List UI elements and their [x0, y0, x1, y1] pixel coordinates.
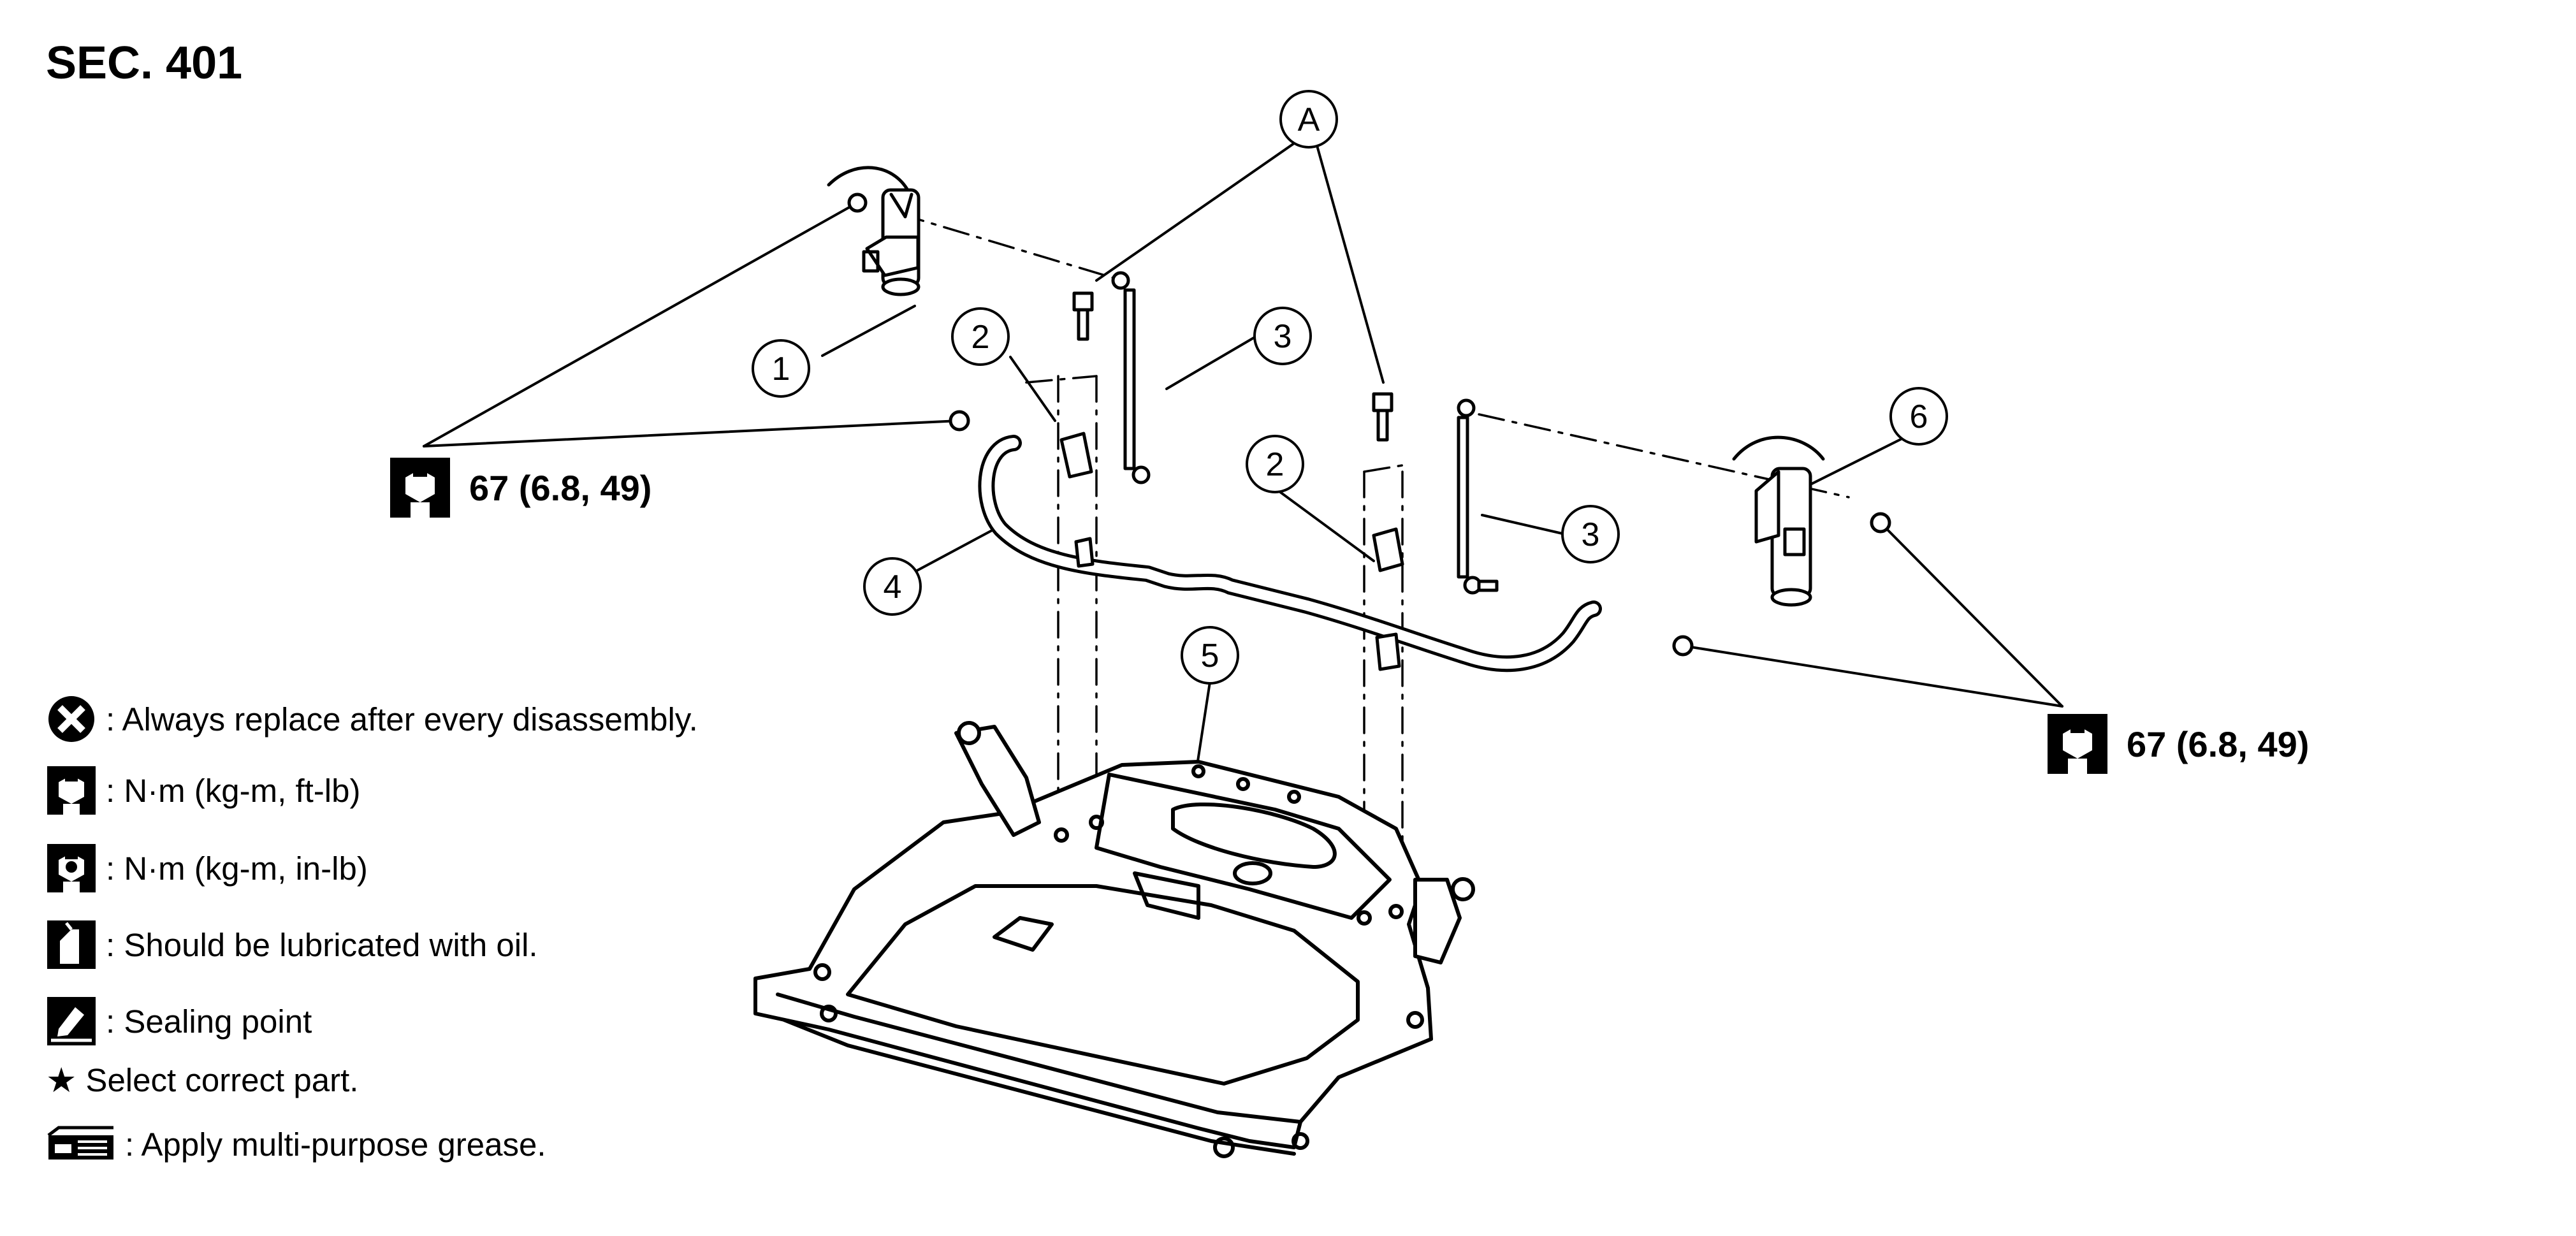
torque-ftlb-icon	[47, 766, 96, 815]
grease-icon	[47, 1126, 113, 1160]
legend-item-torque-inlb: : N·m (kg-m, in-lb)	[46, 843, 368, 894]
stabilizer-bolts	[1072, 291, 1394, 442]
callout-2-right: 2	[1265, 446, 1284, 483]
leader-lines	[423, 138, 2063, 779]
legend-text-sealing: : Sealing point	[106, 1003, 312, 1040]
legend-text-torque-ftlb: : N·m (kg-m, ft-lb)	[106, 772, 361, 809]
torque-callout-right: 67 (6.8, 49)	[2048, 714, 2309, 774]
callout-circles	[752, 90, 1948, 685]
torque-wrench-icon	[2048, 714, 2107, 774]
callout-3-left: 3	[1273, 318, 1292, 355]
strut-right	[1732, 435, 1891, 607]
suspension-member	[753, 721, 1475, 1158]
torque-value-right: 67 (6.8, 49)	[2127, 723, 2310, 764]
callout-5: 5	[1200, 637, 1219, 674]
star-icon: ★	[46, 1061, 77, 1100]
legend-item-sealing: : Sealing point	[46, 996, 312, 1047]
torque-callout-left: 67 (6.8, 49)	[390, 458, 651, 518]
legend-text-oil: : Should be lubricated with oil.	[106, 926, 538, 963]
alignment-lines	[898, 212, 1850, 919]
stabilizer-bar	[949, 410, 1694, 673]
legend-text-torque-inlb: : N·m (kg-m, in-lb)	[106, 850, 368, 887]
callout-6: 6	[1909, 398, 1928, 435]
replace-icon	[48, 696, 94, 742]
callout-4: 4	[883, 569, 902, 606]
strut-left	[827, 166, 921, 296]
torque-inlb-icon	[47, 844, 96, 892]
callout-2-left: 2	[971, 319, 990, 356]
legend-text-star: Select correct part.	[85, 1062, 359, 1098]
callout-3-right: 3	[1581, 516, 1600, 553]
oil-can-icon	[47, 920, 96, 969]
legend-text-grease: : Apply multi-purpose grease.	[125, 1126, 546, 1163]
torque-wrench-icon	[390, 458, 450, 518]
legend-item-replace: : Always replace after every disassembly…	[46, 694, 698, 745]
legend-text-replace: : Always replace after every disassembly…	[106, 701, 698, 738]
sealing-icon	[47, 997, 96, 1045]
section-title: SEC. 401	[46, 38, 243, 89]
legend-item-star: ★ Select correct part.	[46, 1061, 358, 1099]
legend-item-grease: : Apply multi-purpose grease.	[46, 1125, 546, 1163]
torque-value-left: 67 (6.8, 49)	[469, 467, 652, 508]
callout-A: A	[1297, 101, 1320, 138]
legend-item-oil: : Should be lubricated with oil.	[46, 919, 538, 970]
callout-1: 1	[771, 351, 790, 388]
legend-item-torque-ftlb: : N·m (kg-m, ft-lb)	[46, 765, 360, 816]
connecting-rods	[1111, 271, 1499, 595]
